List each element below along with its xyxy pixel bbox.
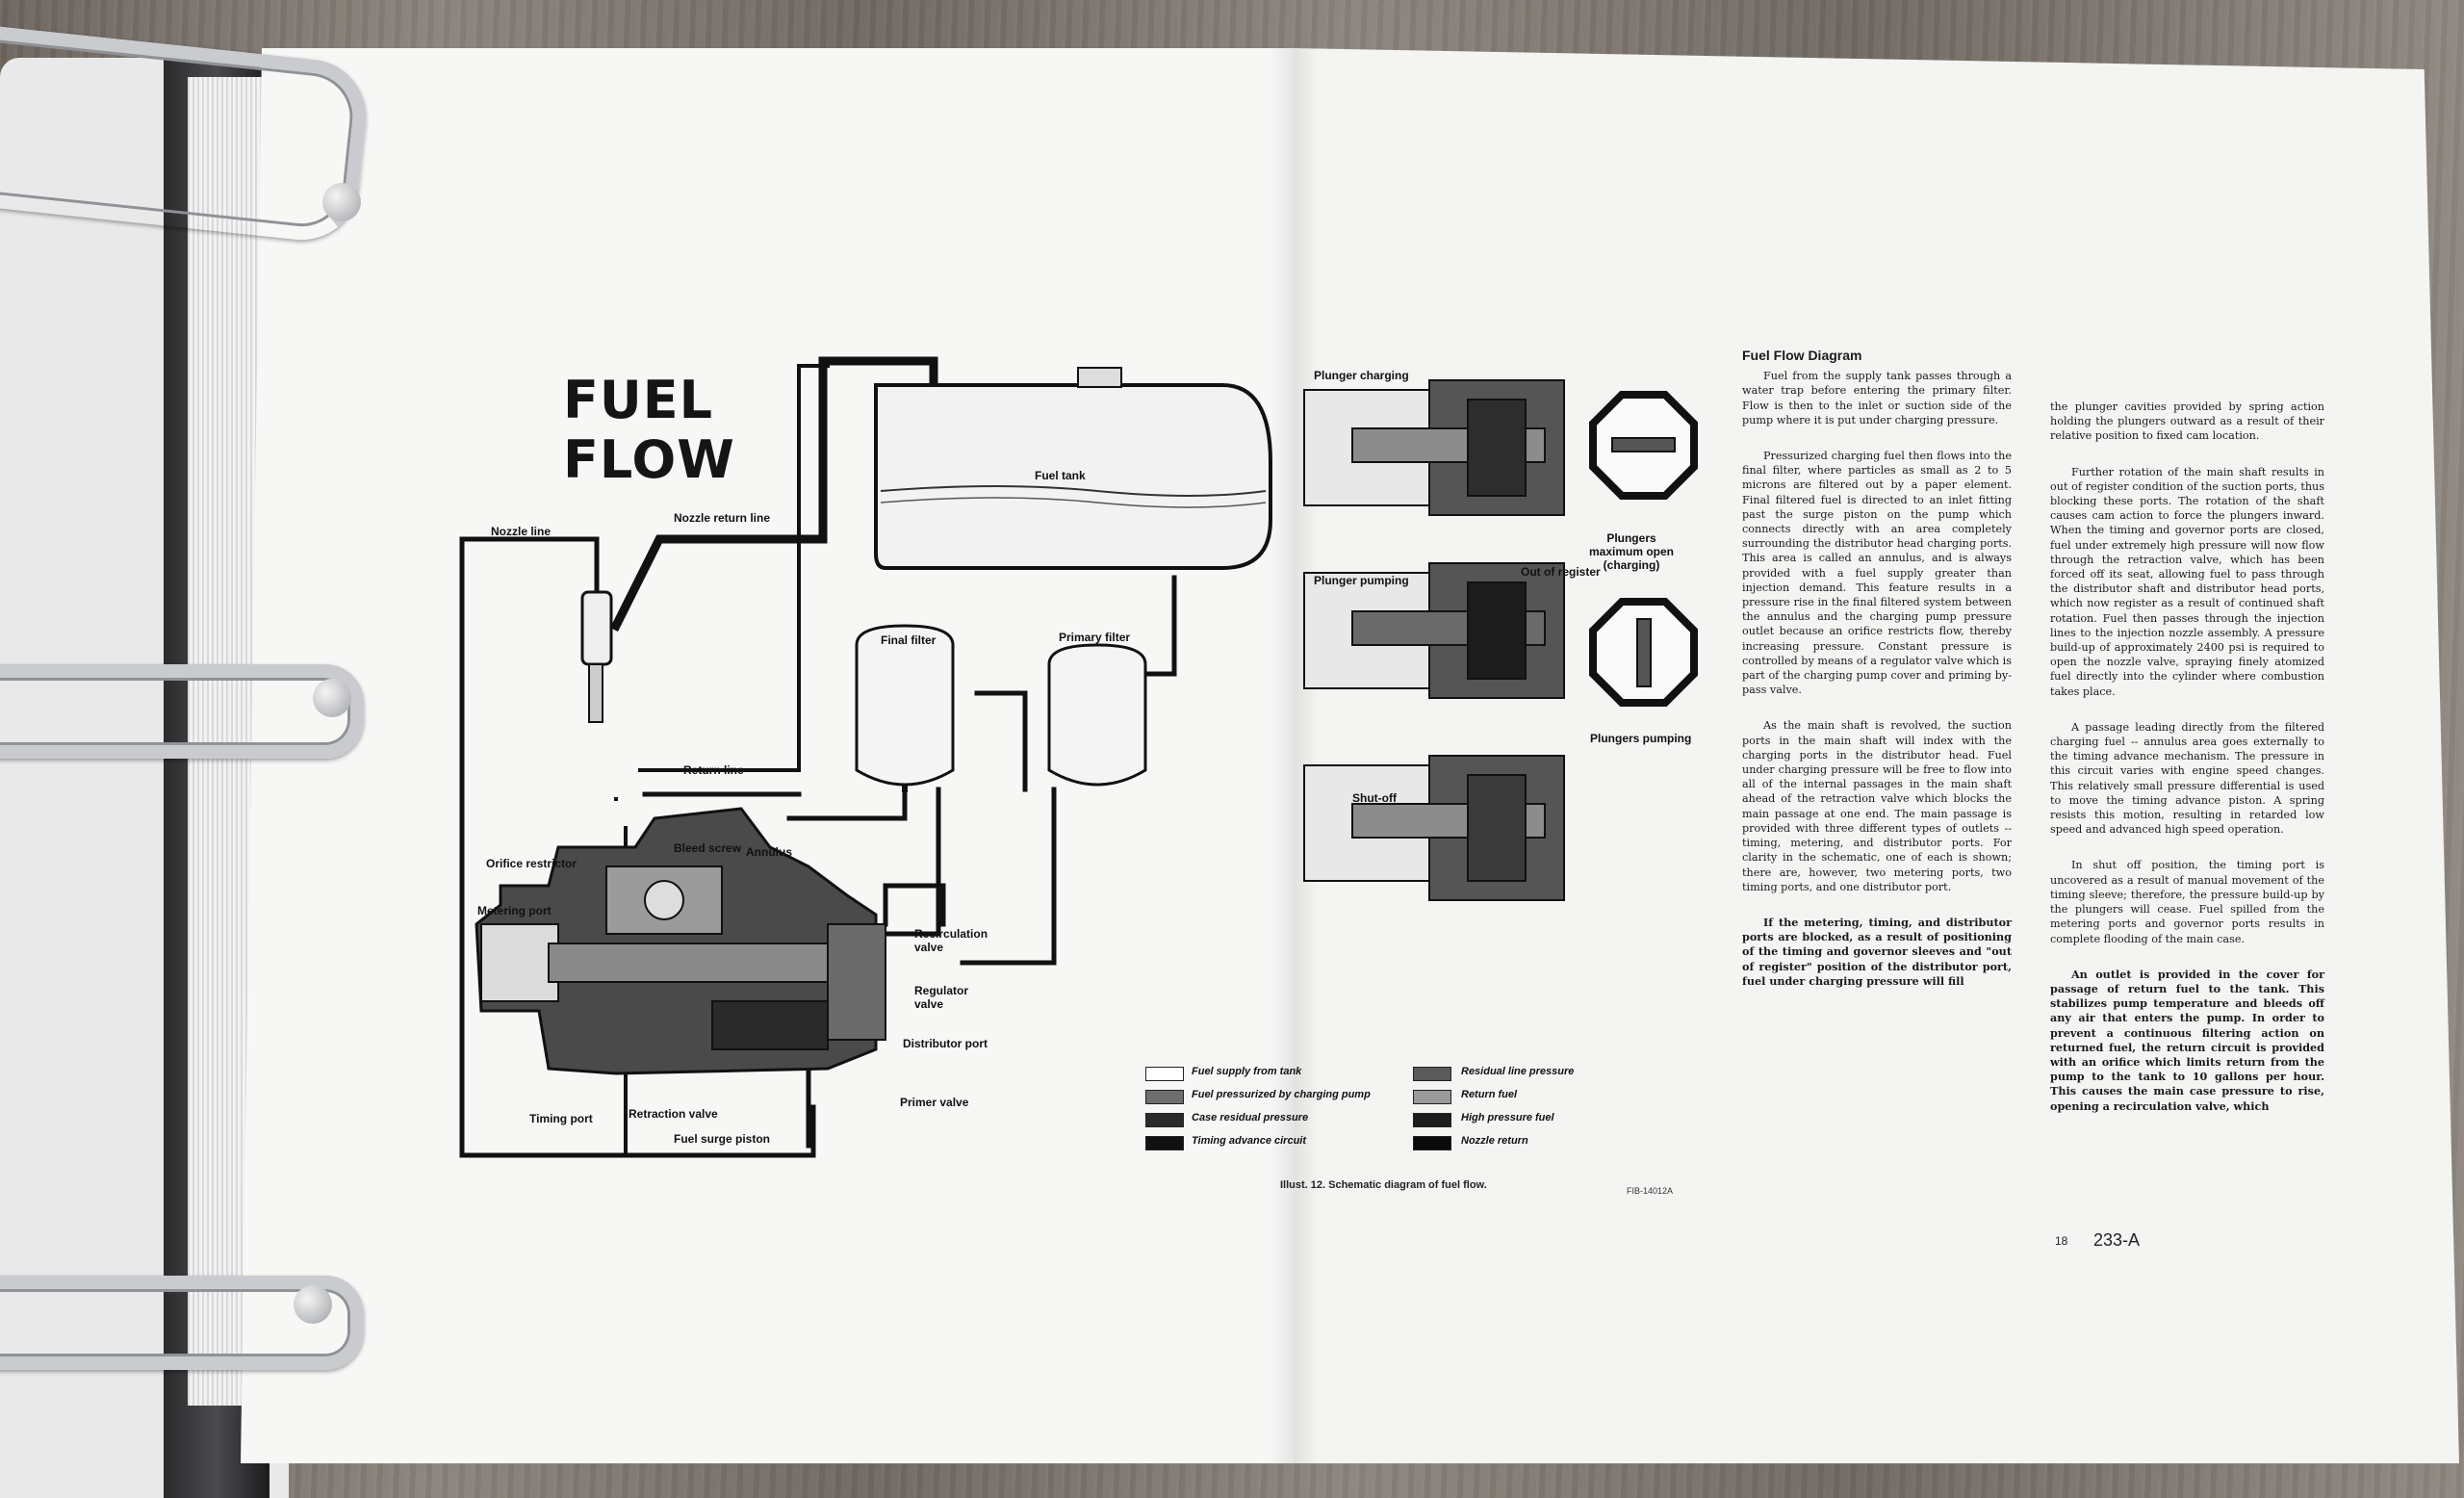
paragraph: In shut off position, the timing port is… [2050, 859, 2324, 945]
label-plunger-pumping: Plunger pumping [1314, 574, 1409, 587]
figure-code: FIB-14012A [1627, 1186, 1674, 1196]
ring-peg-bottom [294, 1285, 332, 1324]
legend-label-8: Nozzle return [1461, 1135, 1528, 1147]
label-fuel-surge-piston: Fuel surge piston [674, 1132, 771, 1146]
label-plunger-charging: Plunger charging [1314, 369, 1409, 382]
page-number: 18 [2055, 1234, 2068, 1248]
legend-swatch-5 [1413, 1067, 1451, 1081]
binder-ring-bottom [0, 1276, 364, 1370]
label-plungers-max-open: Plungers maximum open (charging) [1588, 531, 1675, 572]
legend-label-4: Timing advance circuit [1192, 1135, 1307, 1147]
text-column-1: Fuel Flow Diagram Fuel from the supply t… [1742, 348, 2012, 1010]
label-primary-filter: Primary filter [1059, 631, 1131, 644]
page-fold [1270, 48, 1319, 1463]
label-distributor-port: Distributor port [903, 1037, 988, 1050]
label-annulus: Annulus [746, 845, 792, 859]
paragraph: Further rotation of the main shaft resul… [2050, 465, 2324, 698]
page-code: 233-A [2093, 1230, 2141, 1250]
label-bleed-screw: Bleed screw [674, 841, 742, 855]
legend-swatch-4 [1145, 1136, 1184, 1150]
paragraph: As the main shaft is revolved, the sucti… [1742, 719, 2012, 893]
paragraph: A passage leading directly from the filt… [2050, 720, 2324, 837]
legend-label-7: High pressure fuel [1461, 1112, 1554, 1124]
paragraph: the plunger cavities provided by spring … [2050, 400, 2324, 443]
binder-ring-middle [0, 664, 364, 759]
ring-peg-top [322, 183, 361, 221]
paragraph: Pressurized charging fuel then flows int… [1742, 450, 2012, 697]
fuel-flow-title: FUEL FLOW [563, 371, 735, 490]
legend-swatch-2 [1145, 1090, 1184, 1104]
section-heading: Fuel Flow Diagram [1742, 348, 1862, 363]
title-line-2: FLOW [563, 429, 735, 490]
label-retraction-valve: Retraction valve [629, 1107, 718, 1121]
legend-swatch-1 [1145, 1067, 1184, 1081]
legend-swatch-8 [1413, 1136, 1451, 1150]
legend-label-5: Residual line pressure [1461, 1066, 1575, 1077]
legend-swatch-7 [1413, 1113, 1451, 1127]
legend-swatch-3 [1145, 1113, 1184, 1127]
label-plungers-pumping: Plungers pumping [1590, 732, 1692, 745]
label-nozzle-return-line: Nozzle return line [674, 511, 771, 525]
label-return-line: Return line [683, 763, 744, 777]
figure-caption: Illust. 12. Schematic diagram of fuel fl… [1280, 1179, 1487, 1191]
label-fuel-tank: Fuel tank [1035, 469, 1086, 482]
label-final-filter: Final filter [881, 633, 937, 647]
paragraph: If the metering, timing, and distributor… [1742, 915, 2012, 988]
legend-label-2: Fuel pressurized by charging pump [1192, 1089, 1371, 1100]
label-metering-port: Metering port [477, 904, 552, 917]
legend-swatch-6 [1413, 1090, 1451, 1104]
title-line-1: FUEL [563, 370, 714, 430]
legend-label-3: Case residual pressure [1192, 1112, 1309, 1124]
fuel-flow-schematic [459, 356, 1272, 1158]
label-primer-valve: Primer valve [900, 1096, 969, 1109]
legend-label-6: Return fuel [1461, 1089, 1518, 1100]
paragraph: An outlet is provided in the cover for p… [2050, 967, 2324, 1113]
label-out-of-register: Out of register [1521, 565, 1601, 579]
legend-label-1: Fuel supply from tank [1192, 1066, 1302, 1077]
paragraph: Fuel from the supply tank passes through… [1742, 370, 2012, 426]
label-shut-off: Shut-off [1352, 791, 1397, 805]
label-regulator-valve: Regulator valve [914, 984, 969, 1011]
plunger-diagrams [1303, 379, 1698, 901]
label-recirculation-valve: Recirculation valve [914, 927, 988, 954]
label-nozzle-line: Nozzle line [491, 525, 552, 538]
label-orifice-restrictor: Orifice restrictor [486, 857, 578, 870]
label-timing-port: Timing port [529, 1112, 593, 1125]
ring-peg-middle [313, 679, 351, 717]
text-column-2: the plunger cavities provided by spring … [2050, 400, 2324, 1135]
legend: Fuel supply from tank Fuel pressurized b… [1145, 1064, 1598, 1160]
